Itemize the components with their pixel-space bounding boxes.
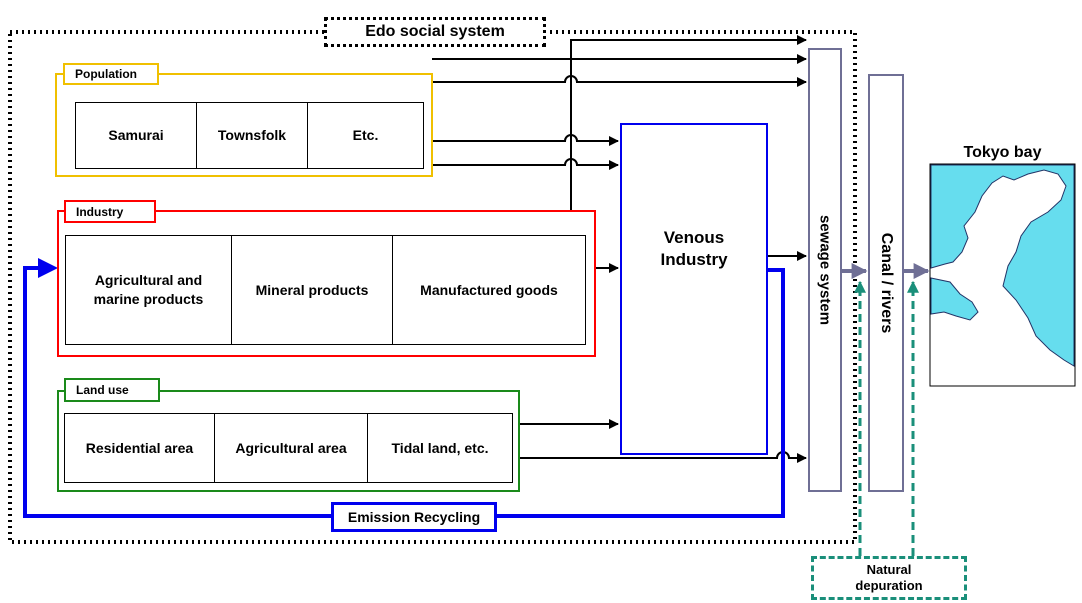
tokyo-bay-water bbox=[930, 164, 1075, 367]
landuse-cell-residential: Residential area bbox=[64, 413, 215, 483]
emission-arrowhead bbox=[38, 258, 58, 278]
industry-cell-mineral: Mineral products bbox=[231, 235, 393, 345]
natural-depuration-label: Natural depuration bbox=[855, 561, 923, 593]
sewage-system-label: sewage system bbox=[816, 214, 834, 326]
landuse-group bbox=[57, 390, 520, 492]
natural-depuration-arrows bbox=[854, 280, 919, 556]
population-cell-etc: Etc. bbox=[307, 102, 424, 169]
edo-title: Edo social system bbox=[365, 23, 505, 40]
landuse-cell-agricultural: Agricultural area bbox=[214, 413, 368, 483]
natural-depuration-box: Natural depuration bbox=[811, 556, 967, 600]
canal-rivers-label: Canal / rivers bbox=[878, 232, 895, 334]
tokyo-bay-label: Tokyo bay bbox=[963, 144, 1042, 161]
tokyo-bay-inlet bbox=[930, 277, 979, 321]
population-cell-townsfolk: Townsfolk bbox=[196, 102, 308, 169]
edo-title-badge: Edo social system bbox=[324, 17, 546, 47]
industry-label: Industry bbox=[76, 204, 124, 219]
industry-tab: Industry bbox=[64, 200, 156, 223]
emission-recycling-box: Emission Recycling bbox=[331, 502, 497, 532]
landuse-label: Land use bbox=[76, 383, 129, 397]
industry-cell-agricultural: Agricultural and marine products bbox=[65, 235, 232, 345]
industry-group bbox=[57, 210, 596, 357]
population-cell-samurai: Samurai bbox=[75, 102, 197, 169]
sewage-system-box: sewage system bbox=[808, 48, 842, 492]
venous-industry-label: Venous Industry bbox=[660, 227, 728, 269]
landuse-cell-tidal: Tidal land, etc. bbox=[367, 413, 513, 483]
population-group bbox=[55, 73, 433, 177]
venous-industry-box: Venous Industry bbox=[620, 123, 768, 455]
industry-cell-manufactured: Manufactured goods bbox=[392, 235, 586, 345]
emission-recycling-label: Emission Recycling bbox=[347, 509, 481, 525]
population-label: Population bbox=[75, 67, 137, 81]
landuse-tab: Land use bbox=[64, 378, 160, 402]
population-tab: Population bbox=[63, 63, 159, 85]
population-arrows bbox=[432, 35, 807, 210]
canal-rivers-box: Canal / rivers bbox=[868, 74, 904, 492]
